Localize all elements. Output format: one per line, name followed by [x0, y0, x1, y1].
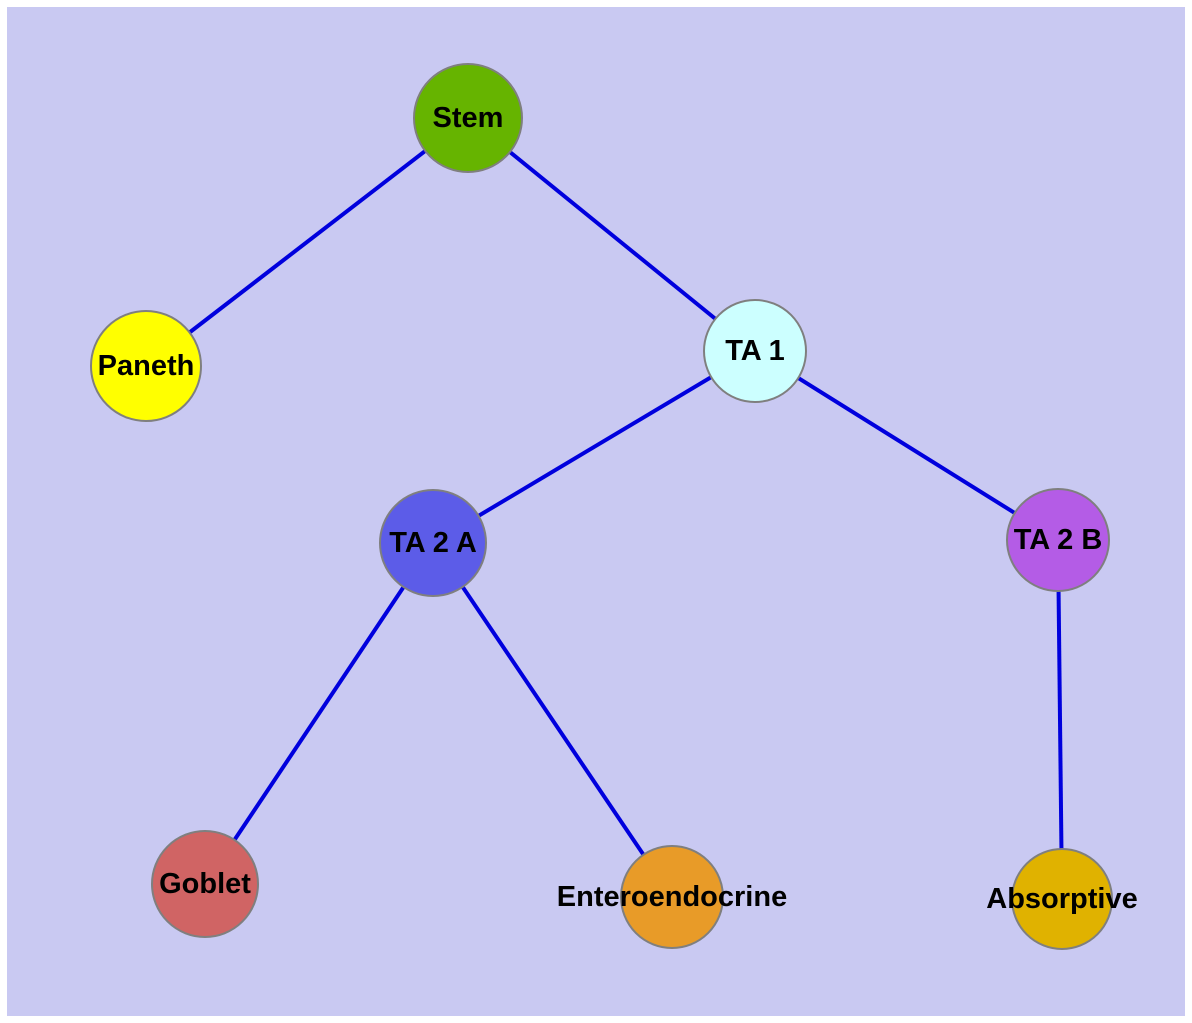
- node-label-ta2a: TA 2 A: [389, 527, 477, 559]
- node-enteroendocrine: Enteroendocrine: [557, 845, 787, 949]
- node-label-absorptive: Absorptive: [986, 883, 1137, 915]
- node-circle-enteroendocrine: [620, 845, 724, 949]
- node-absorptive: Absorptive: [986, 848, 1138, 950]
- edge-stem-paneth: [144, 116, 470, 368]
- node-circle-ta1: [703, 299, 807, 403]
- node-stem: Stem: [413, 63, 523, 173]
- node-label-goblet: Goblet: [159, 868, 251, 900]
- node-ta1: TA 1: [703, 299, 807, 403]
- node-label-ta1: TA 1: [725, 335, 785, 367]
- edge-ta1-ta2b: [753, 349, 1060, 542]
- node-label-enteroendocrine: Enteroendocrine: [557, 881, 787, 913]
- node-ta2b: TA 2 B: [1006, 488, 1110, 592]
- edge-ta1-ta2a: [431, 349, 757, 545]
- node-label-ta2b: TA 2 B: [1014, 524, 1103, 556]
- node-circle-paneth: [90, 310, 202, 422]
- node-label-stem: Stem: [433, 102, 504, 134]
- edge-stem-ta1: [466, 116, 757, 353]
- node-circle-goblet: [151, 830, 259, 938]
- node-ta2a: TA 2 A: [379, 489, 487, 597]
- edges-layer: [144, 116, 1064, 900]
- edge-ta2b-absorptive: [1056, 539, 1064, 900]
- edge-ta2a-enteroendocrine: [431, 541, 674, 899]
- node-paneth: Paneth: [90, 310, 202, 422]
- node-circle-stem: [413, 63, 523, 173]
- node-circle-absorptive: [1011, 848, 1113, 950]
- edge-ta2a-goblet: [203, 541, 435, 886]
- node-label-paneth: Paneth: [98, 350, 195, 382]
- node-goblet: Goblet: [151, 830, 259, 938]
- node-circle-ta2a: [379, 489, 487, 597]
- node-circle-ta2b: [1006, 488, 1110, 592]
